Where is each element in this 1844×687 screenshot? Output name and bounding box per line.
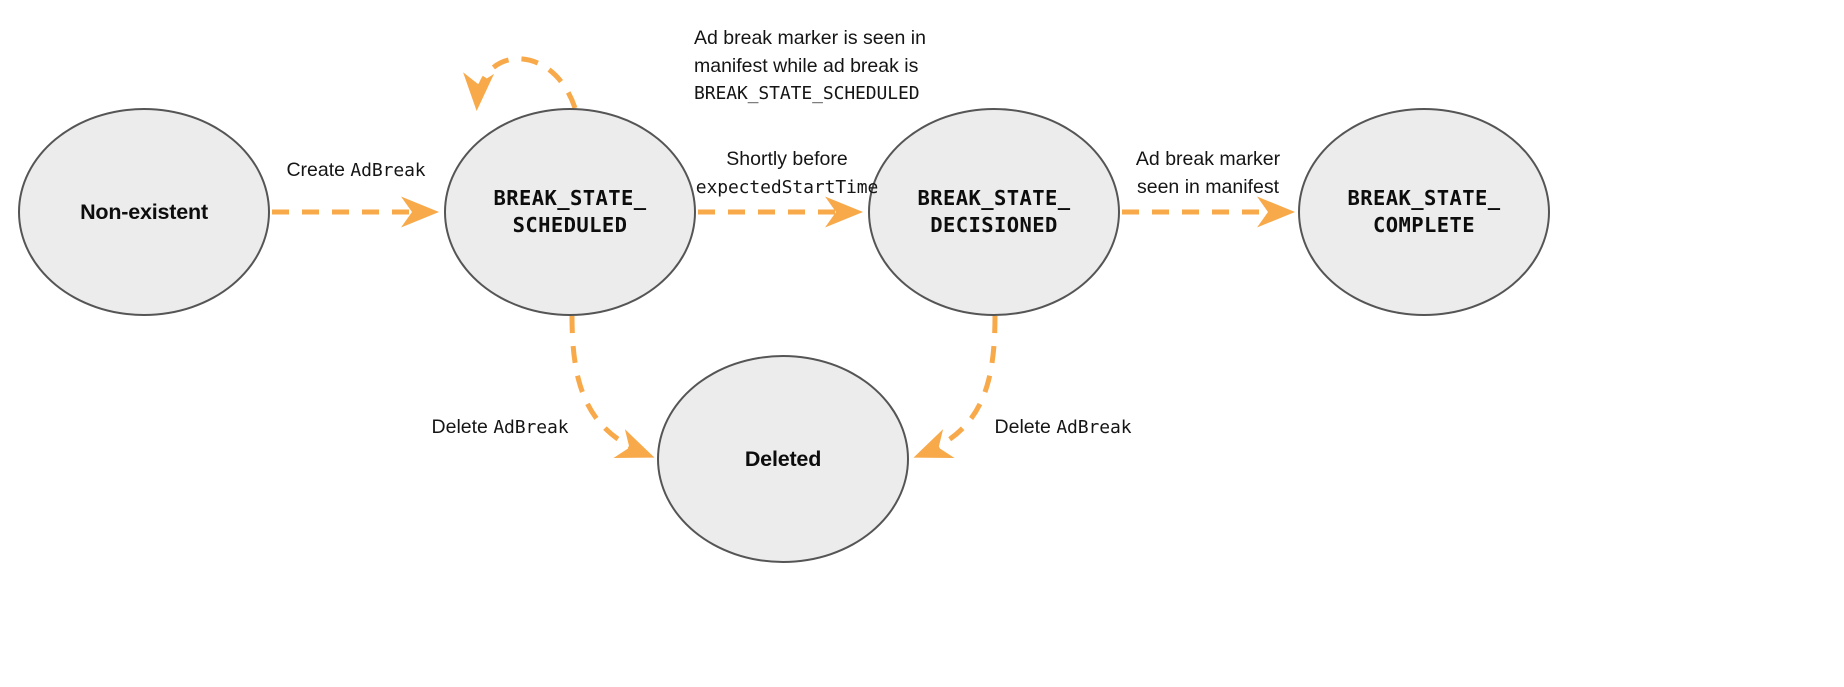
label-text: Shortly before [726,148,848,170]
code-token: AdBreak [493,417,569,438]
state-node-break-state-scheduled[interactable]: BREAK_STATE_ SCHEDULED [444,108,696,316]
edge-label-line: Shortly before [696,146,879,174]
state-node-deleted[interactable]: Deleted [657,355,909,563]
edge-label-line: seen in manifest [1136,174,1280,202]
code-token: BREAK_STATE_SCHEDULED [694,83,920,105]
edge-label-line: Delete AdBreak [432,414,569,442]
state-node-label: BREAK_STATE_ COMPLETE [1347,185,1501,237]
edge-label-self-loop-scheduled: Ad break marker is seen in manifest while… [694,25,926,108]
code-token: AdBreak [1056,417,1132,438]
state-node-label: BREAK_STATE_ DECISIONED [917,185,1071,237]
state-node-non-existent[interactable]: Non-existent [18,108,270,316]
edge-self-loop-scheduled [463,56,578,111]
edge-label-line: manifest while ad break is [694,53,926,81]
state-node-label: Deleted [744,446,822,471]
state-node-break-state-complete[interactable]: BREAK_STATE_ COMPLETE [1298,108,1550,316]
edge-label-create-adbreak: Create AdBreak [286,157,425,185]
label-text: Delete [994,416,1057,438]
code-token: expectedStartTime [695,176,879,198]
code-token: AdBreak [350,160,426,181]
edge-label-line: Delete AdBreak [995,414,1132,442]
edge-label-marker-seen-in-manifest: Ad break marker seen in manifest [1136,146,1280,201]
edge-label-line: expectedStartTime [696,174,879,202]
state-node-label: BREAK_STATE_ SCHEDULED [493,185,647,237]
edge-label-line: Ad break marker is seen in [694,25,926,53]
edge-label-delete-from-scheduled: Delete AdBreak [432,414,569,442]
label-text: Create [286,159,351,181]
label-text: Ad break marker is seen in [694,27,926,49]
label-text: Ad break marker [1135,148,1281,170]
label-text: seen in manifest [1136,175,1279,198]
edge-label-line: Create AdBreak [286,157,425,185]
edge-label-line: BREAK_STATE_SCHEDULED [694,80,926,108]
edge-label-line: Ad break marker [1136,146,1280,174]
label-text: Delete [431,416,494,438]
edge-label-shortly-before: Shortly before expectedStartTime [696,146,879,201]
state-node-break-state-decisioned[interactable]: BREAK_STATE_ DECISIONED [868,108,1120,316]
edge-delete-from-decisioned [913,315,998,458]
state-node-label: Non-existent [80,199,208,224]
label-text: manifest while ad break is [694,54,919,77]
edge-label-delete-from-decisioned: Delete AdBreak [995,414,1132,442]
edge-delete-from-scheduled [569,315,655,458]
